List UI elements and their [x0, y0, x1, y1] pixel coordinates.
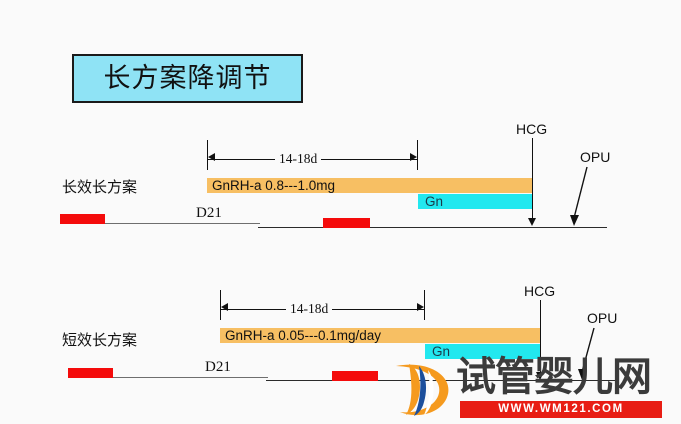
protocol-1-gnrh-label: GnRH-a 0.8---1.0mg: [212, 177, 336, 193]
watermark-logo-icon: [396, 364, 449, 416]
watermark: 试管婴儿网 WWW.WM121.COM: [392, 354, 680, 422]
diagram-title-text: 长方案降调节: [103, 63, 272, 94]
protocol-1-timeline-right: [258, 227, 607, 228]
protocol-1-duration-measure: 14-18d: [207, 140, 418, 171]
measure-tick-start: [207, 140, 208, 170]
protocol-2-trigger-arrowhead: [536, 372, 544, 380]
protocol-2-gn-label: Gn: [432, 343, 451, 359]
protocol-2-red-marker-1: [68, 368, 113, 378]
protocol-2-gn-bar: Gn: [425, 344, 540, 359]
measure-tick-start: [220, 290, 221, 320]
protocol-1-timeline-left: [60, 223, 260, 224]
measure-tick-end: [417, 140, 418, 170]
protocol-2-gnrh-label: GnRH-a 0.05---0.1mg/day: [225, 327, 382, 343]
protocol-1-trigger-arrow-line: [532, 138, 533, 220]
protocol-2-retrieval-label: OPU: [587, 310, 618, 326]
measure-arrowhead-right: [417, 303, 424, 311]
protocol-1-retrieval-label: OPU: [580, 149, 611, 165]
protocol-2-day-label: D21: [205, 359, 231, 375]
protocol-1-gn-label: Gn: [425, 193, 444, 209]
watermark-url-text: WWW.WM121.COM: [498, 403, 624, 415]
protocol-2-name: 短效长方案: [62, 331, 138, 349]
watermark-site-name: 试管婴儿网: [456, 354, 652, 400]
protocol-1-name: 长效长方案: [62, 178, 138, 196]
protocol-1-trigger-arrowhead: [528, 218, 536, 226]
protocol-2-timeline-left: [68, 377, 268, 378]
protocol-2-gnrh-bar: GnRH-a 0.05---0.1mg/day: [220, 328, 540, 343]
measure-arrowhead-right: [410, 153, 417, 161]
protocol-2-trigger-arrow-line: [540, 300, 541, 374]
protocol-1-gnrh-bar: GnRH-a 0.8---1.0mg: [207, 178, 532, 193]
diagram-title-box: 长方案降调节: [72, 54, 303, 103]
measure-arrowhead-left: [221, 303, 228, 311]
measure-tick-end: [424, 290, 425, 320]
protocol-1-red-marker-2: [323, 218, 370, 228]
protocol-2-trigger-label: HCG: [524, 283, 556, 299]
protocol-1-day-label: D21: [196, 205, 222, 221]
protocol-1-duration-label: 14-18d: [275, 149, 322, 169]
watermark-url-banner: WWW.WM121.COM: [460, 401, 662, 418]
protocol-2-red-marker-2: [332, 371, 378, 381]
protocol-1-red-marker-1: [60, 214, 105, 224]
protocol-1-trigger-label: HCG: [516, 121, 548, 137]
protocol-2-duration-measure: 14-18d: [220, 290, 425, 321]
protocol-2-duration-label: 14-18d: [286, 299, 333, 319]
protocol-1-gn-bar: Gn: [418, 194, 532, 209]
measure-arrowhead-left: [208, 153, 215, 161]
